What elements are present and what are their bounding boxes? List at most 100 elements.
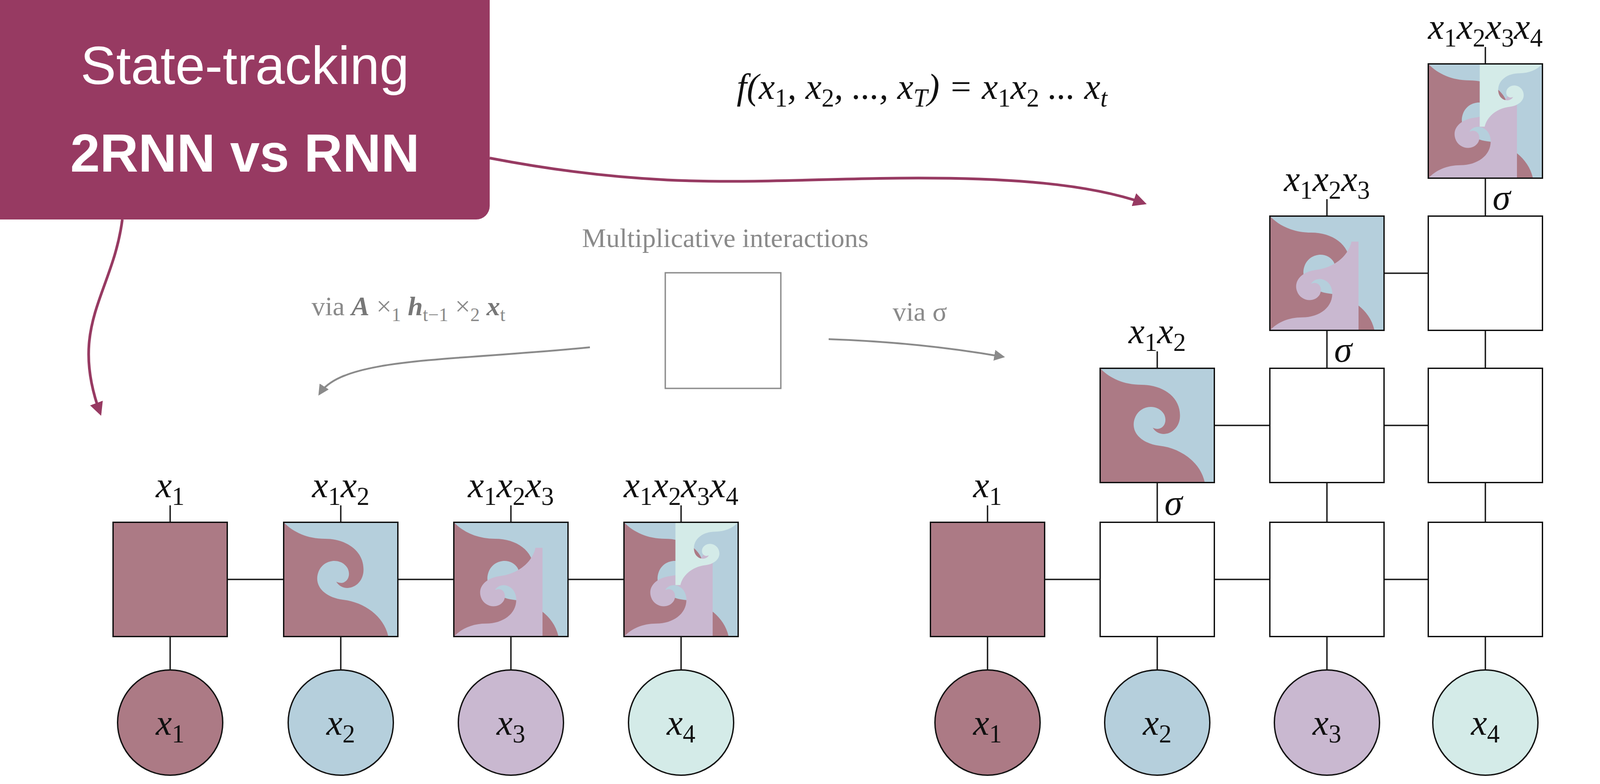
text-run: A <box>351 291 370 321</box>
subscript: 1 <box>483 482 497 511</box>
subscript: T <box>913 83 928 112</box>
connector <box>1384 272 1428 274</box>
text-run: x <box>758 66 775 107</box>
formula: f(x1, x2, ..., xT) = x1x2 ... xt <box>736 68 1108 105</box>
subscript: 1 <box>1144 328 1158 357</box>
input-circle: x1 <box>934 668 1041 776</box>
connector <box>987 636 989 669</box>
fill-ground <box>624 522 738 636</box>
input-label: x1 <box>155 704 185 741</box>
swirl-region <box>1479 64 1543 127</box>
text-run: x <box>623 464 640 505</box>
subscript: t <box>500 304 506 325</box>
subscript: 1 <box>328 482 341 511</box>
subscript: 1 <box>997 83 1011 112</box>
circle-outline <box>1433 669 1539 775</box>
connector <box>1484 330 1487 368</box>
connector <box>1484 482 1487 522</box>
swirl-region <box>1270 241 1359 330</box>
circle-outline <box>1274 669 1380 775</box>
swirl-region <box>454 547 543 636</box>
state-box: x1x2 <box>282 521 399 637</box>
subscript: 1 <box>639 482 653 511</box>
text-run: x <box>1456 6 1473 47</box>
text-run: x <box>1514 6 1531 47</box>
subscript: 2 <box>470 304 480 325</box>
leader-line <box>510 505 512 522</box>
leader-line <box>1326 199 1328 216</box>
subscript: 2 <box>821 83 835 112</box>
subscript: 3 <box>541 482 554 511</box>
subscript: 1 <box>1443 23 1457 52</box>
connector <box>1215 424 1270 427</box>
text-run: x <box>155 702 172 743</box>
activation-label: σ <box>1164 484 1183 521</box>
state-label: x1x2x3 <box>1284 160 1371 197</box>
text-run: x <box>311 464 329 505</box>
connector <box>169 636 172 669</box>
title-text: 2RNN vs RNN <box>70 122 420 185</box>
connector <box>1156 482 1159 522</box>
leader-line <box>987 505 989 522</box>
state-box <box>1269 367 1385 483</box>
text-run: x <box>709 464 727 505</box>
subscript: 2 <box>512 482 526 511</box>
state-box: x1x2x3 <box>1269 215 1385 331</box>
text-run <box>448 291 455 321</box>
text-run: x <box>1010 66 1027 107</box>
text-run: x <box>525 464 542 505</box>
swirl-fill <box>624 522 738 636</box>
circle-outline <box>1104 669 1211 775</box>
annotation: via A ×1 ht−1 ×2 xt <box>311 291 506 321</box>
text-run: x <box>897 66 914 107</box>
subscript: 4 <box>1487 719 1500 748</box>
connector <box>1156 636 1159 669</box>
subscript: 1 <box>391 304 401 325</box>
subscript: 4 <box>1530 23 1543 52</box>
fill-ground <box>1270 216 1384 330</box>
connector <box>398 578 454 580</box>
subscript: 2 <box>1026 83 1040 112</box>
connector <box>510 636 512 669</box>
state-box <box>1099 521 1216 637</box>
text-run: x <box>1312 158 1329 199</box>
swirl-region <box>1100 368 1214 482</box>
swirl-fill <box>284 522 398 636</box>
text-run <box>369 291 377 321</box>
connector <box>1484 178 1487 216</box>
circle-outline <box>458 669 564 775</box>
text-run: x <box>805 66 822 107</box>
text-run: x <box>326 702 343 743</box>
circle-outline <box>628 669 734 775</box>
subscript: 2 <box>1328 176 1342 205</box>
subscript: t <box>1100 83 1108 112</box>
connector <box>1384 578 1428 580</box>
subscript: 4 <box>725 482 739 511</box>
input-circle: x1 <box>116 668 224 776</box>
text-run: x <box>468 464 485 505</box>
subscript: 1 <box>171 719 185 748</box>
activation-label: σ <box>1334 331 1352 368</box>
text-run: x <box>666 702 683 743</box>
text-run: via <box>311 291 352 321</box>
text-run: σ <box>1492 177 1511 218</box>
text-run: σ <box>1334 329 1352 370</box>
state-box <box>1269 521 1385 637</box>
input-label: x4 <box>1470 704 1500 741</box>
icon-frame <box>665 272 781 389</box>
leader-line <box>169 505 172 522</box>
connector <box>1326 330 1328 368</box>
input-label: x3 <box>496 704 526 741</box>
state-box: x1 <box>929 521 1046 637</box>
state-label: x1x2 <box>311 466 370 503</box>
connector <box>1215 578 1270 580</box>
text-run: x <box>973 464 990 505</box>
text-run <box>479 291 487 321</box>
circle-outline <box>935 669 1041 775</box>
fill-ground <box>113 522 227 636</box>
text-run: via σ <box>892 296 948 327</box>
subscript: t−1 <box>422 304 449 325</box>
annotation: via σ <box>892 296 948 327</box>
state-box: x1x2x3x4 <box>1427 63 1544 179</box>
